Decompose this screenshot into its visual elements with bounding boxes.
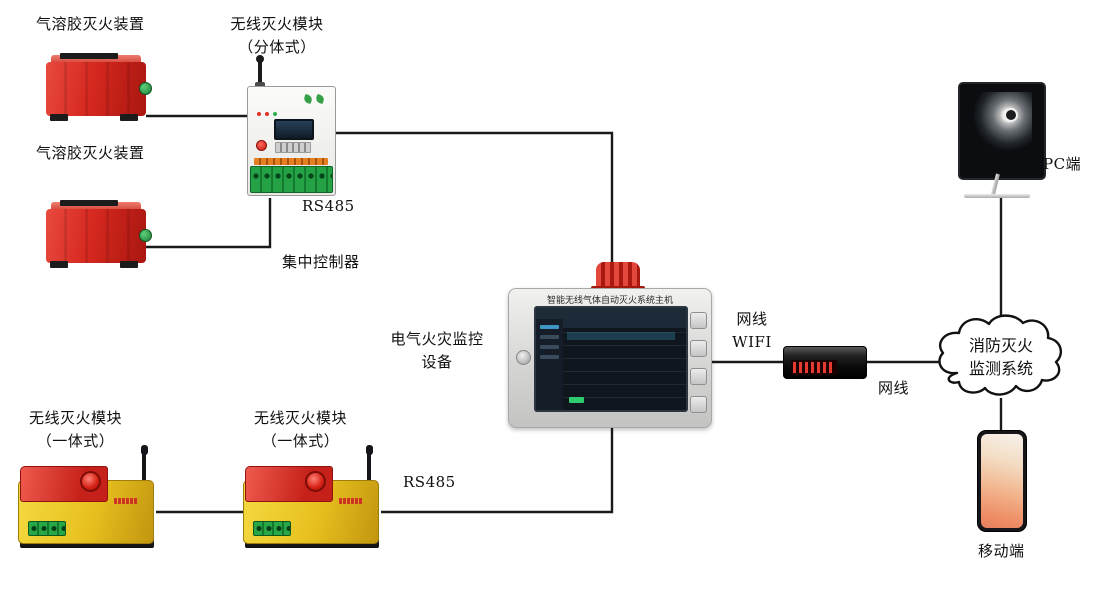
wiring-row	[254, 158, 328, 165]
screen-row-highlight	[567, 332, 675, 340]
cable-label: 网线	[736, 310, 768, 328]
integrated1-label-line2: （一体式）	[36, 432, 115, 450]
split-wireless-module	[247, 55, 336, 196]
monitor-label-line1: 电气火灾监控	[390, 330, 484, 348]
emergency-button-icon	[80, 471, 101, 492]
mount-bracket	[120, 261, 138, 268]
mount-bracket	[50, 114, 68, 121]
wire-module-host	[334, 131, 614, 270]
host-button	[690, 396, 707, 413]
screen-table	[563, 319, 686, 410]
antenna-icon	[140, 445, 148, 490]
integrated-module-2	[243, 445, 383, 548]
screen-green-badge	[569, 397, 584, 403]
screen-menu-item	[540, 325, 559, 329]
screen-menu-item	[540, 345, 559, 349]
brand-mark	[339, 498, 363, 504]
pc-monitor	[958, 82, 1046, 180]
fire-monitor-host: 智能无线气体自动灭火系统主机	[508, 262, 712, 428]
phone-screen	[981, 434, 1023, 528]
wire-module2-host	[381, 426, 614, 514]
terminal-block	[253, 521, 291, 536]
wifi-label: WIFI	[732, 333, 772, 351]
mobile-phone	[977, 430, 1027, 532]
split-module-label: 无线灭火模块 （分体式）	[207, 13, 347, 59]
status-led	[257, 112, 261, 116]
device-body	[46, 62, 146, 116]
host-button	[690, 312, 707, 329]
split-module-label-line2: （分体式）	[238, 38, 316, 56]
aerosol2-label: 气溶胶灭火装置	[36, 144, 145, 162]
aerosol1-label: 气溶胶灭火装置	[36, 15, 145, 33]
cloud-shape	[938, 314, 1063, 396]
mount-bracket	[60, 200, 118, 206]
aerosol-device-1	[44, 53, 152, 121]
module-display	[274, 119, 314, 140]
screen-topbar	[536, 308, 686, 319]
status-led	[265, 112, 269, 116]
host-button	[690, 368, 707, 385]
terminal-block	[28, 521, 66, 536]
screen-menu-item	[540, 335, 559, 339]
host-button	[690, 340, 707, 357]
cloud-label-line1: 消防灭火	[968, 336, 1033, 355]
emergency-button-icon	[305, 471, 326, 492]
reset-button	[256, 140, 267, 151]
brand-mark	[114, 498, 138, 504]
router-led-display	[791, 360, 837, 375]
screen-sidebar	[536, 319, 563, 410]
dip-switch	[275, 142, 311, 153]
integrated2-label: 无线灭火模块 （一体式）	[228, 407, 373, 453]
connector-knob	[139, 82, 152, 95]
pc-label: PC端	[1043, 155, 1082, 173]
cloud-label-line2: 监测系统	[968, 359, 1033, 378]
host-screen	[534, 306, 688, 412]
integrated-module-1	[18, 445, 158, 548]
mount-bracket	[120, 114, 138, 121]
connector-knob	[139, 229, 152, 242]
terminal-block	[250, 166, 333, 193]
integrated1-label: 无线灭火模块 （一体式）	[3, 407, 148, 453]
antenna-base	[255, 82, 265, 89]
network-router	[783, 346, 867, 379]
mount-bracket	[50, 261, 68, 268]
aerosol-device-2	[44, 200, 152, 268]
screen-artwork	[974, 92, 1032, 158]
rs485-top-label: RS485	[302, 197, 355, 215]
integrated2-label-line2: （一体式）	[261, 432, 340, 450]
integrated1-label-line1: 无线灭火模块	[28, 409, 122, 427]
pc-terminal	[956, 82, 1048, 198]
mobile-label: 移动端	[978, 542, 1025, 560]
integrated2-label-line1: 无线灭火模块	[253, 409, 347, 427]
cloud-label: 消防灭火 监测系统	[953, 334, 1049, 380]
wire-aerosol2-module	[146, 198, 272, 249]
screen-menu-item	[540, 355, 559, 359]
device-body	[46, 209, 146, 263]
monitor-label: 电气火灾监控 设备	[377, 328, 497, 374]
rs485-bottom-label: RS485	[403, 473, 456, 491]
mount-bracket	[60, 53, 118, 59]
monitoring-cloud: 消防灭火 监测系统	[933, 310, 1069, 404]
alarm-beacon-icon	[591, 262, 645, 292]
antenna-icon	[365, 445, 373, 490]
monitor-base	[964, 194, 1030, 198]
host-screen-title: 智能无线气体自动灭火系统主机	[546, 296, 673, 306]
split-module-label-line1: 无线灭火模块	[230, 15, 324, 33]
controller-label: 集中控制器	[282, 253, 360, 271]
buzzer-icon	[516, 350, 531, 365]
host-router-link-label: 网线 WIFI	[722, 308, 782, 354]
status-led	[273, 112, 277, 116]
router-cloud-link-label: 网线	[878, 379, 910, 397]
antenna-icon	[256, 55, 264, 88]
monitor-label-line2: 设备	[421, 353, 453, 371]
